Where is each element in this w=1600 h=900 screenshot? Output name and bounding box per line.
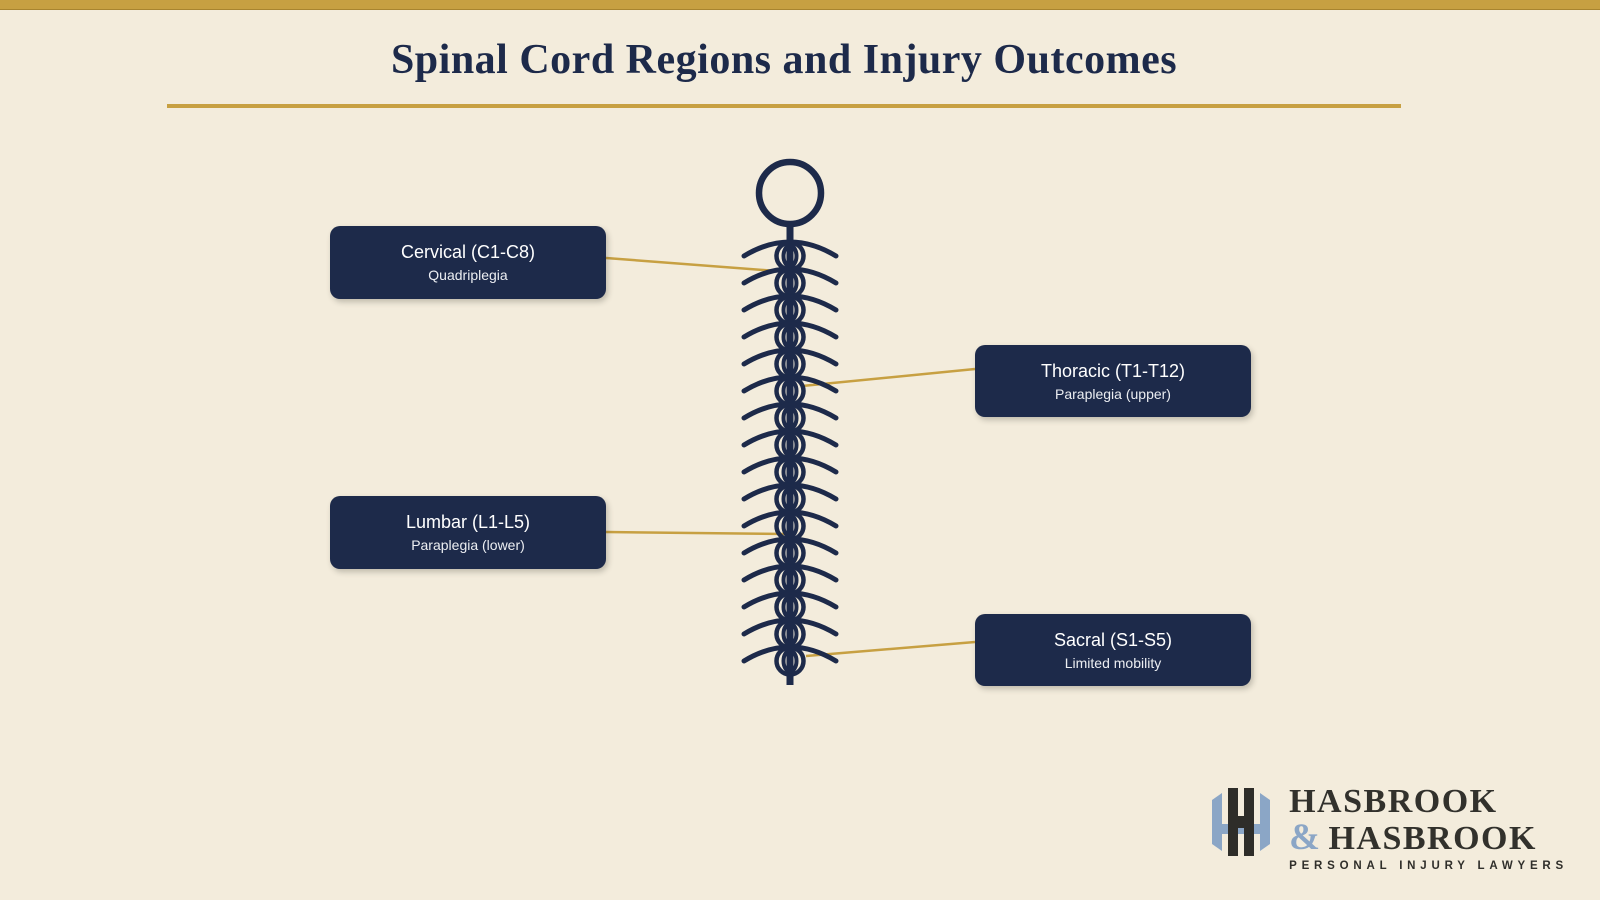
vertebra-arc: [741, 536, 839, 556]
connector-thoracic: [801, 367, 976, 388]
vertebra-arc: [741, 401, 839, 421]
vertebra-disc: [781, 621, 799, 647]
vertebra-body: [774, 456, 806, 488]
connector-cervical: [605, 256, 777, 273]
hh-monogram-icon: [1212, 788, 1271, 857]
vertebra-body: [774, 510, 806, 542]
vertebra-body: [774, 591, 806, 623]
vertebra-disc: [781, 486, 799, 512]
vertebra-disc: [781, 351, 799, 377]
spine-illustration: [741, 158, 839, 685]
vertebra-disc: [781, 432, 799, 458]
vertebra-disc: [781, 378, 799, 404]
brand-logo: HASBROOK &HASBROOK PERSONAL INJURY LAWYE…: [1210, 783, 1568, 872]
vertebra-body: [774, 348, 806, 380]
logo-tagline: PERSONAL INJURY LAWYERS: [1289, 860, 1568, 872]
region-name: Cervical (C1-C8): [400, 242, 535, 262]
title-area: Spinal Cord Regions and Injury Outcomes: [167, 36, 1401, 84]
vertebra-disc: [781, 513, 799, 539]
logo-name-line2-text: HASBROOK: [1328, 819, 1537, 857]
vertebra-arc: [741, 320, 839, 340]
logo-name-line2: &HASBROOK: [1289, 816, 1537, 858]
region-box-sacral: Sacral (S1-S5) Limited mobility: [975, 614, 1251, 686]
vertebra-body: [774, 483, 806, 515]
vertebra-body: [774, 402, 806, 434]
vertebra-body: [774, 618, 806, 650]
region-name: Lumbar (L1-L5): [405, 512, 531, 532]
vertebra-body: [774, 321, 806, 353]
vertebra-arc: [741, 266, 839, 286]
vertebra-arc: [741, 644, 839, 664]
vertebra-body: [774, 564, 806, 596]
connector-sacral: [805, 640, 976, 658]
region-outcome: Paraplegia (upper): [1055, 385, 1171, 402]
vertebra-arc: [741, 509, 839, 529]
vertebra-arc: [741, 563, 839, 583]
vertebra-arc: [741, 590, 839, 610]
region-outcome: Limited mobility: [1064, 654, 1162, 671]
head-circle: [755, 158, 825, 228]
vertebra-body: [774, 267, 806, 299]
top-accent-bar: [0, 0, 1600, 10]
vertebra-arc: [741, 617, 839, 637]
vertebra-disc: [781, 648, 799, 674]
vertebra-arc: [741, 455, 839, 475]
vertebra-body: [774, 537, 806, 569]
vertebra-body: [774, 645, 806, 677]
vertebra-arc: [741, 347, 839, 367]
title-underline: [167, 104, 1401, 108]
vertebra-disc: [781, 324, 799, 350]
vertebra-disc: [781, 459, 799, 485]
vertebra-disc: [781, 540, 799, 566]
vertebra-disc: [781, 594, 799, 620]
vertebra-body: [774, 240, 806, 272]
region-name: Thoracic (T1-T12): [1040, 360, 1186, 381]
page-title: Spinal Cord Regions and Injury Outcomes: [390, 37, 1178, 83]
vertebra-body: [774, 429, 806, 461]
region-box-lumbar: Lumbar (L1-L5) Paraplegia (lower): [330, 496, 606, 569]
vertebra-disc: [781, 297, 799, 323]
vertebra-arc: [741, 239, 839, 259]
logo-ampersand: &: [1289, 816, 1322, 858]
vertebra-disc: [781, 270, 799, 296]
region-box-thoracic: Thoracic (T1-T12) Paraplegia (upper): [975, 345, 1251, 417]
vertebra-disc: [781, 243, 799, 269]
logo-text: HASBROOK &HASBROOK PERSONAL INJURY LAWYE…: [1289, 783, 1568, 872]
vertebra-arc: [741, 374, 839, 394]
vertebra-arc: [741, 482, 839, 502]
vertebra-arc: [741, 293, 839, 313]
region-outcome: Quadriplegia: [428, 267, 508, 283]
vertebra-disc: [781, 567, 799, 593]
region-box-cervical: Cervical (C1-C8) Quadriplegia: [330, 226, 606, 299]
region-outcome: Paraplegia (lower): [411, 537, 525, 553]
vertebra-arc: [741, 428, 839, 448]
connector-lumbar: [605, 530, 788, 536]
region-name: Sacral (S1-S5): [1053, 629, 1173, 650]
logo-name-line1: HASBROOK: [1289, 783, 1498, 821]
vertebra-disc: [781, 405, 799, 431]
vertebra-body: [774, 294, 806, 326]
vertebra-body: [774, 375, 806, 407]
